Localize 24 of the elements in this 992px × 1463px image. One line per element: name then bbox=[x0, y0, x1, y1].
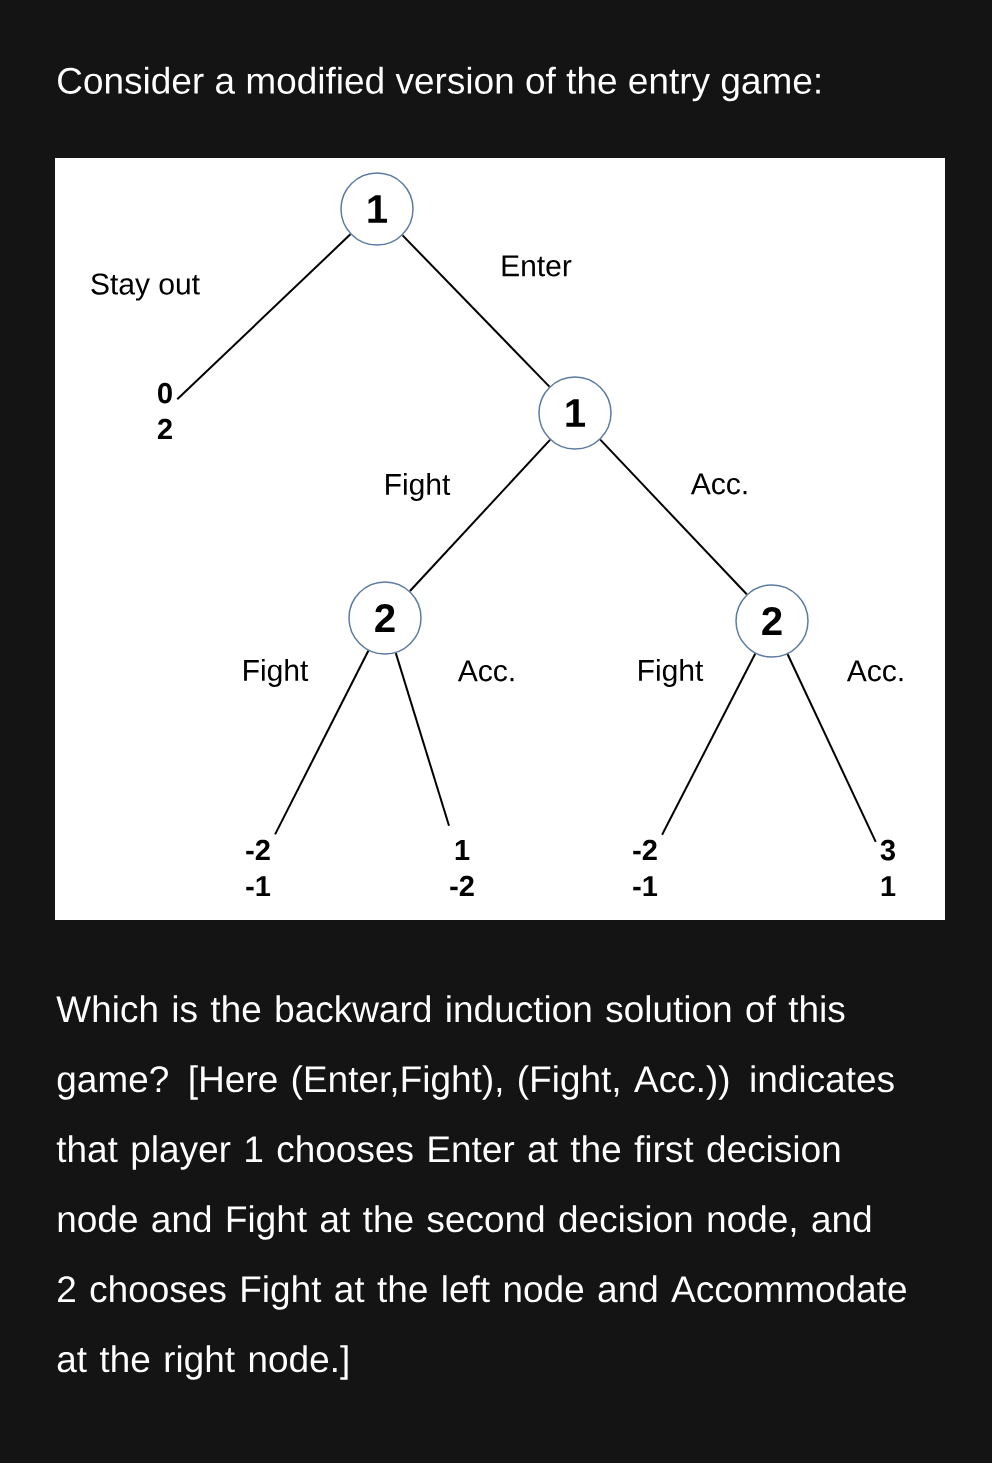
edge-label: Fight bbox=[635, 658, 705, 688]
payoff: -2 -1 bbox=[633, 839, 658, 897]
edge-label: Fight bbox=[382, 472, 452, 502]
branch-line bbox=[661, 652, 757, 836]
edge-label: Fight bbox=[240, 658, 310, 688]
decision-node: 1 bbox=[538, 376, 612, 450]
branch-line bbox=[176, 233, 352, 401]
decision-node: 2 bbox=[735, 584, 809, 658]
decision-node: 1 bbox=[340, 172, 414, 246]
payoff: 3 1 bbox=[880, 839, 896, 897]
branch-line bbox=[409, 438, 551, 593]
branch-line bbox=[394, 652, 450, 827]
title: Consider a modified version of the entry game: bbox=[58, 66, 820, 102]
edge-label: Stay out bbox=[88, 272, 202, 302]
branch-line bbox=[401, 234, 551, 388]
payoff: 1 -2 bbox=[450, 840, 474, 896]
edge-label: Enter bbox=[499, 254, 573, 278]
payoff: 0 2 bbox=[157, 382, 172, 440]
question-text: Which is the backward induction solution of this game? [Here (Enter,Fight), (Fight, Acc.)) indicates that player 1 chooses Enter at the first decision node and Fight at the second decision node, and 2 chooses Fight at the left node and Accommodate at the right node.] bbox=[56, 995, 906, 1380]
branch-line bbox=[274, 649, 370, 836]
decision-node: 2 bbox=[348, 581, 422, 655]
payoff: -2 -1 bbox=[246, 839, 271, 897]
branch-line bbox=[786, 653, 877, 843]
branch-line bbox=[599, 438, 748, 596]
